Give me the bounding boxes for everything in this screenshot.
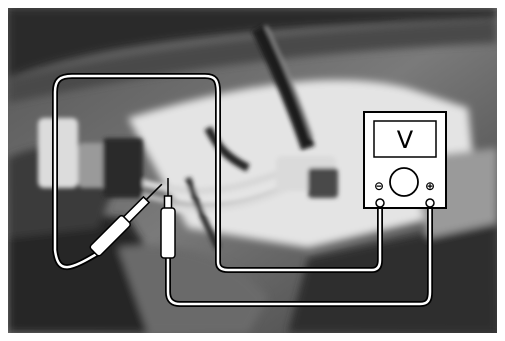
negative-terminal-icon xyxy=(376,199,384,207)
meter-dial-icon xyxy=(390,168,418,196)
negative-terminal-label: ⊖ xyxy=(374,179,384,193)
meter-display-label: V xyxy=(397,126,414,154)
positive-terminal-icon xyxy=(426,199,434,207)
multimeter: V ⊖ ⊕ xyxy=(364,112,446,208)
probe-left-icon xyxy=(89,179,167,257)
probe-center-icon xyxy=(161,178,175,258)
positive-terminal-label: ⊕ xyxy=(425,179,435,193)
positive-lead xyxy=(168,205,430,304)
